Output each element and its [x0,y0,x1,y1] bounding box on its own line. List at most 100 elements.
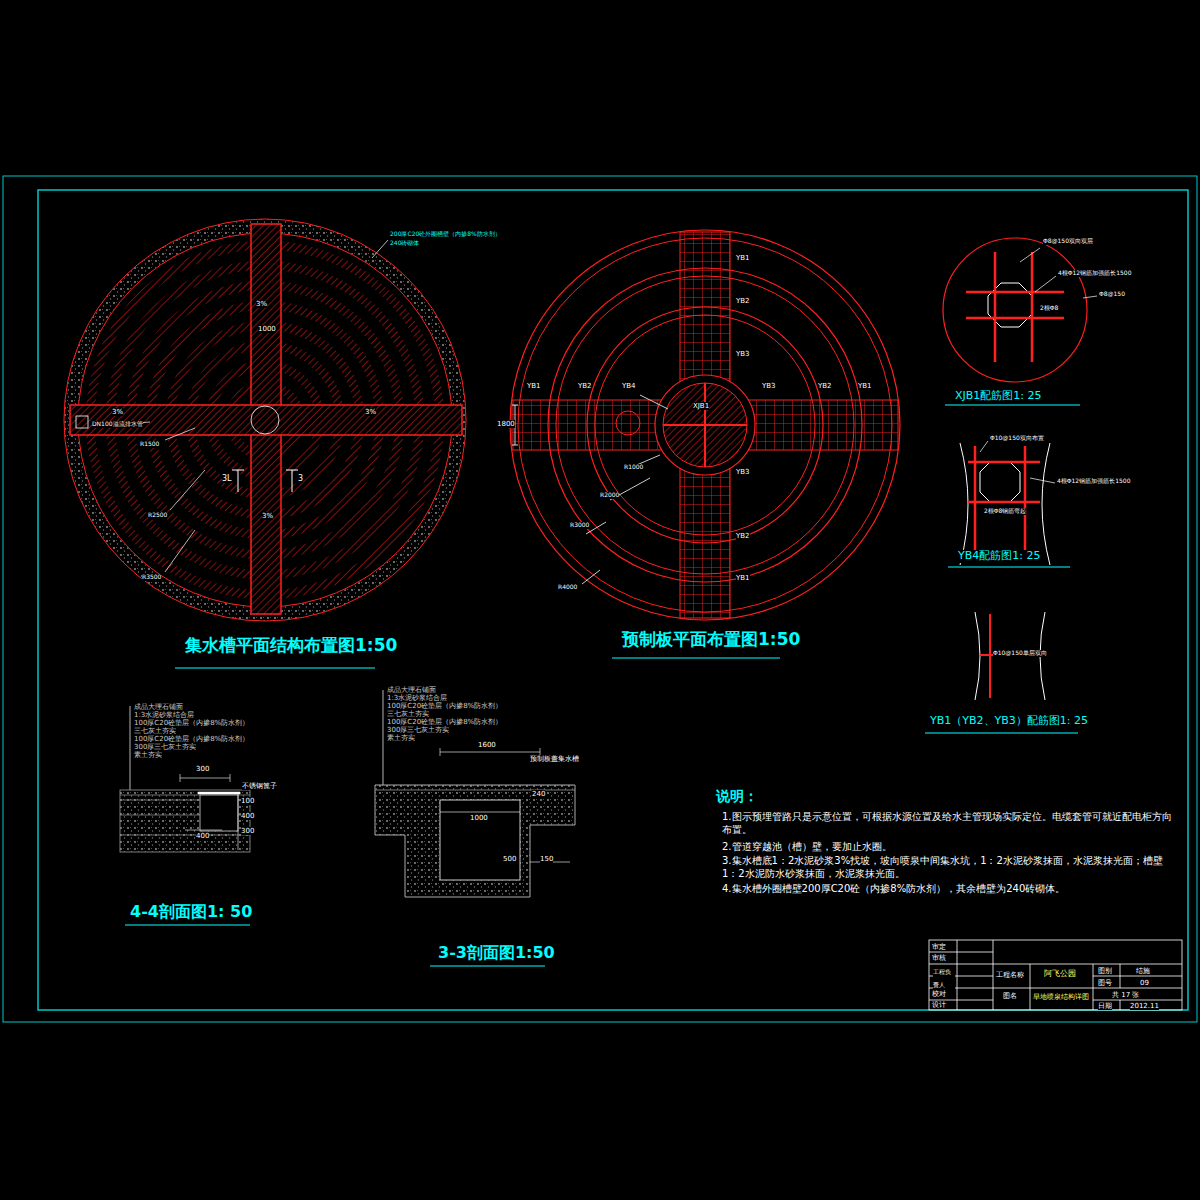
title-underlines-part [175,667,375,668]
title-cell: 09 [1140,979,1149,987]
section-4-4-part [180,774,230,830]
note-item: 2.管道穿越池（槽）壁，要加止水圈。 [722,840,1172,853]
note-item: 3.集水槽底1：2水泥砂浆3%找坡，坡向喷泉中间集水坑，1：2水泥砂浆抹面，水泥… [722,854,1172,880]
sheet-frame [3,176,1197,1022]
figure-title: YB4配筋图1: 25 [958,550,1040,563]
section-4-4-part [238,793,239,850]
yb4-detail-part [980,462,1020,502]
layer-note: 100厚C20砼垫层（内掺8%防水剂） [134,719,249,727]
title-block-part [957,940,1120,1010]
title-cell: 图名 [1003,992,1017,1000]
collector-plan-part [232,470,298,492]
precast-plan-part [582,395,668,584]
title-underlines-part [612,657,780,658]
part-name: 不锈钢篦子 [242,782,277,790]
section-3-3-part [383,690,384,785]
collector-plan-part [76,416,88,428]
radius-dim: R2000 [600,492,619,499]
figure-title: 3-3剖面图1:50 [438,944,555,962]
title-underlines-part [125,924,250,925]
panel-tag: YB1 [858,382,872,390]
layer-note: 成品大理石铺面 [134,703,183,711]
radius-dim: R3000 [570,522,589,529]
rebar-note: Φ10@150双向布置 [990,435,1044,442]
title-cell: 共 17 张 [1112,991,1139,999]
dimension: 1000 [470,814,488,822]
section-mark: 3L [222,474,232,483]
rebar-note: 4根Φ12钢筋加强筋长1500 [1058,270,1131,277]
title-cell: 结施 [1136,967,1150,975]
title-underlines-part [945,404,1080,405]
title-cell: 工程名称 [996,971,1024,979]
layer-note: 三七灰土夯实 [387,710,429,718]
part-name: 预制板盖集水槽 [530,755,579,763]
title-underlines-part [948,566,1070,567]
section-4-4-part [130,706,131,790]
title-block [929,940,1182,1010]
layer-note: 素土夯实 [134,751,162,759]
panel-tag: YB3 [736,468,750,476]
figure-title: 4-4剖面图1: 50 [130,903,252,921]
title-cell: 阿飞公园 [1044,969,1076,978]
yb4-detail-part [980,441,1055,483]
title-cell: 审定 [932,943,946,951]
panel-tag: YB2 [736,297,750,305]
xjb1-detail-part [966,252,1064,362]
figure-title: YB1（YB2、YB3）配筋图1: 25 [930,715,1088,728]
title-cell: 图别 [1098,967,1112,975]
dimension: 300 [196,765,209,773]
layer-note: 1:3水泥砂浆结合层 [387,694,447,702]
title-underlines-part [925,732,1078,733]
rebar-note: Φ10@150单层双向 [993,650,1047,657]
layer-note: 素土夯实 [387,734,415,742]
section-3-3 [375,690,575,897]
rebar-note: Φ8@150双向双层 [1043,238,1093,245]
panel-tag: YB2 [818,382,832,390]
panel-tag: YB3 [762,382,776,390]
figure-title: 预制板平面布置图1:50 [622,630,800,650]
section-4-4-part [120,795,250,835]
notes-heading: 说明： [716,788,758,804]
radius-dim: R3500 [142,574,161,581]
section-4-4-part [200,795,238,831]
precast-plan-part [616,411,640,435]
radius-dim: R4000 [558,584,577,591]
layer-note: 100厚C20砼垫层（内掺8%防水剂） [387,702,502,710]
part-note: 240砖砌体 [390,240,419,247]
rebar-note: 2根Φ8钢筋弯起 [984,508,1026,515]
collector-plan-part [251,406,279,434]
layer-note: 1:3水泥砂浆结合层 [134,711,194,719]
radius-dim: R1000 [624,464,643,471]
collector-plan-part [100,240,388,572]
title-cell: 校对 [932,990,946,998]
yb4-detail-part [960,443,1050,565]
dimension: 300 [241,827,254,835]
precast-plan-part [655,375,755,475]
slope-mark: 3% [112,408,123,416]
yb4-detail-part [968,446,1040,562]
title-block-part [929,940,1182,1010]
collector-plan [64,219,466,621]
note-item: 4.集水槽外圈槽壁200厚C20砼（内掺8%防水剂），其余槽壁为240砖砌体。 [722,882,1172,895]
figure-title: XJB1配筋图1: 25 [955,390,1042,403]
dimension: 1600 [478,741,496,749]
title-cell: 日期 [1098,1002,1112,1010]
section-4-4 [120,706,250,852]
rebar-note: Φ8@150 [1099,291,1125,298]
panel-tag: YB2 [578,382,592,390]
precast-plan-part [663,383,747,467]
layer-note: 100厚C20砼垫层（内掺8%防水剂） [134,735,249,743]
title-cell: 2012.11 [1130,1002,1159,1010]
precast-plan-part [510,230,900,620]
yb4-detail [960,441,1055,565]
rebar-note: 2根Φ8 [1040,305,1058,312]
collector-plan-part [70,405,462,435]
dimension: 240 [532,790,545,798]
section-3-3-part [375,785,575,897]
section-4-4-part [198,792,240,795]
title-cell: 图号 [1098,979,1112,987]
part-name: DN100溢流排水管 [92,421,143,428]
collector-plan-part [70,405,462,435]
layer-note: 三七灰土夯实 [134,727,176,735]
